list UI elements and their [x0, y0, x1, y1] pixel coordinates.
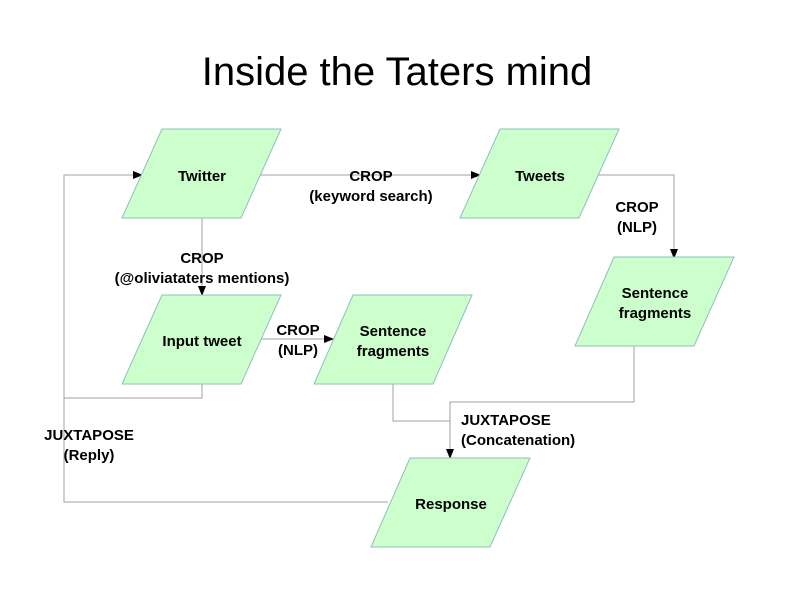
edge-label-line: (@oliviataters mentions): [115, 270, 290, 287]
edge-fragments-right-to-response: [446, 346, 635, 459]
edge-label-line: CROP: [615, 199, 658, 216]
diagram-title: Inside the Taters mind: [201, 50, 593, 94]
connectors: [63, 171, 678, 503]
edge-label-line: (keyword search): [309, 188, 432, 205]
node-twitter: Twitter: [121, 128, 282, 219]
edge-label-twitter-to-input: CROP (@oliviataters mentions): [115, 250, 290, 287]
node-label: Sentence: [622, 285, 689, 302]
node-label: Response: [415, 496, 487, 513]
edge-label-line: JUXTAPOSE: [461, 412, 551, 429]
edge-label-line: (Reply): [64, 447, 115, 464]
node-tweets: Tweets: [459, 128, 620, 219]
node-label: fragments: [619, 305, 692, 322]
node-label: fragments: [357, 343, 430, 360]
edge-label-line: (Concatenation): [461, 432, 575, 449]
node-label: Tweets: [515, 168, 565, 185]
node-response: Response: [370, 457, 531, 548]
parallelogram-shape: [121, 128, 282, 219]
edge-fragments-mid-to-response: [392, 384, 450, 422]
edge-label-line: CROP: [276, 322, 319, 339]
node-label: Input tweet: [162, 333, 241, 350]
node-label: Twitter: [178, 168, 226, 185]
parallelogram-shape: [459, 128, 620, 219]
edge-label-fragments-to-response: JUXTAPOSE (Concatenation): [461, 412, 575, 449]
parallelogram-shape: [121, 294, 282, 385]
edge-response-to-twitter: [63, 171, 388, 503]
node-input-tweet: Input tweet: [121, 294, 282, 385]
node-label: Sentence: [360, 323, 427, 340]
parallelogram-shape: [574, 256, 735, 347]
edge-label-twitter-to-tweets: CROP (keyword search): [309, 168, 432, 205]
parallelogram-shape: [313, 294, 473, 385]
edge-label-line: JUXTAPOSE: [44, 427, 134, 444]
edge-label-line: (NLP): [278, 342, 318, 359]
edge-label-response-to-twitter: JUXTAPOSE (Reply): [44, 427, 134, 464]
edge-label-tweets-to-fragments: CROP (NLP): [615, 199, 658, 236]
edge-tweets-to-fragments: [598, 174, 678, 259]
edge-input-to-loop: [64, 384, 203, 399]
node-sentence-fragments-middle: Sentence fragments: [313, 294, 473, 385]
parallelogram-shape: [370, 457, 531, 548]
edge-label-line: CROP: [180, 250, 223, 267]
edge-label-line: (NLP): [617, 219, 657, 236]
edge-label-input-to-fragments: CROP (NLP): [276, 322, 319, 359]
node-sentence-fragments-right: Sentence fragments: [574, 256, 735, 347]
edge-label-line: CROP: [349, 168, 392, 185]
